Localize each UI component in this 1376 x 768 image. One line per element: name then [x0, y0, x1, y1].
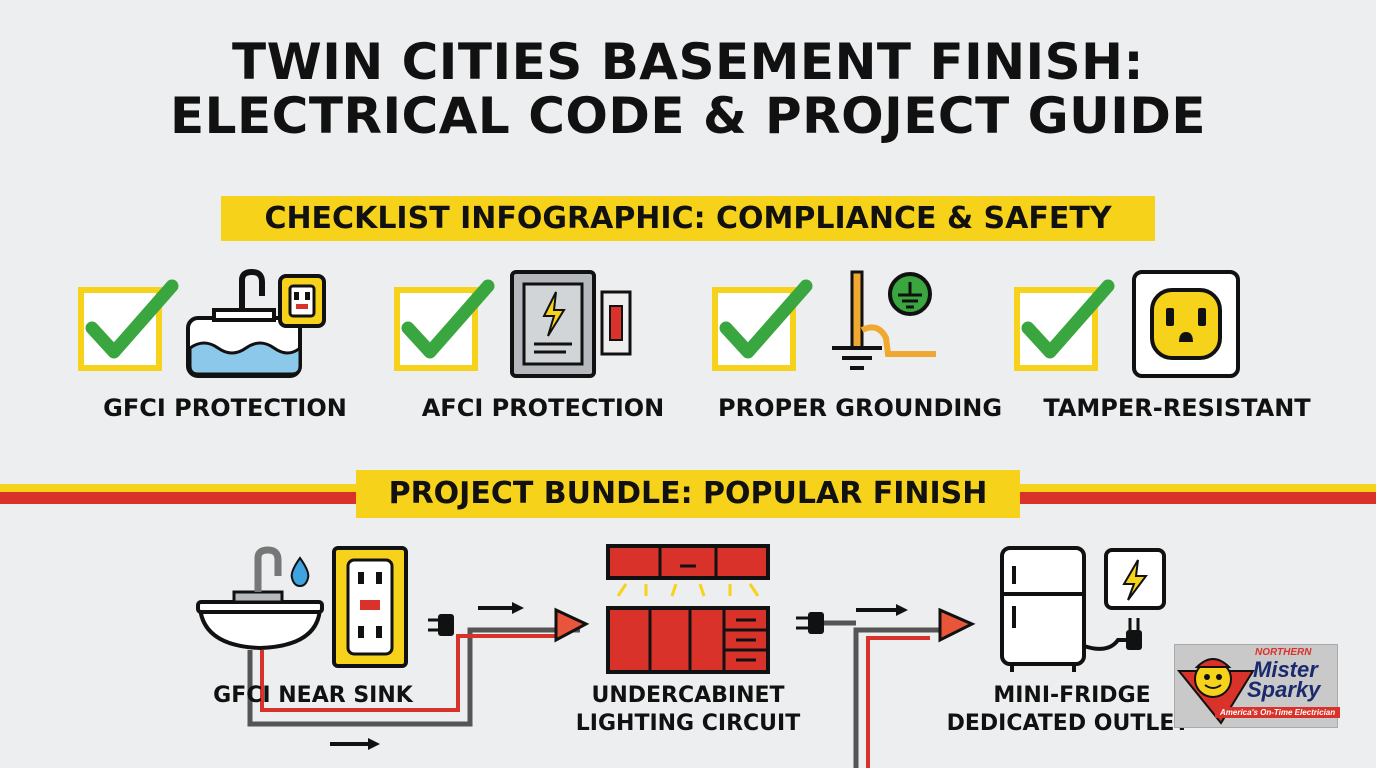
mini-fridge-label-line2: DEDICATED OUTLET [946, 711, 1190, 736]
ground-rod-icon [832, 270, 936, 370]
checkmark-icon [78, 279, 179, 371]
mini-fridge-label-line1: MINI-FRIDGE [993, 683, 1151, 708]
checkmark-icon [1014, 279, 1115, 371]
afci-protection-label: AFCI PROTECTION [421, 394, 665, 422]
tamper-resistant-outlet-icon [1132, 270, 1240, 378]
sink-gfci-icon [196, 546, 408, 668]
mascot-lightbulb-icon [1177, 658, 1255, 725]
mini-fridge-outlet-icon [1000, 546, 1166, 672]
logo-word-mister: Mister [1253, 657, 1318, 682]
electrical-panel-icon [510, 270, 632, 378]
cabinet-lighting-icon [606, 544, 770, 674]
mister-sparky-logo: NORTHERN Mister Sparky America's On-Time… [1174, 644, 1341, 728]
tamper-resistant-label: TAMPER-RESISTANT [1043, 394, 1311, 422]
undercabinet-lighting-label-line2: LIGHTING CIRCUIT [575, 711, 801, 736]
logo-small-text: NORTHERN [1255, 647, 1312, 658]
wire-connector-icon [247, 602, 976, 768]
checkmark-icon [394, 279, 495, 371]
undercabinet-lighting-label-line1: UNDERCABINET [591, 683, 785, 708]
logo-tagline: America's On-Time Electrician [1215, 707, 1341, 718]
gfci-protection-label: GFCI PROTECTION [103, 394, 347, 422]
page-title-line2: ELECTRICAL CODE & PROJECT GUIDE [169, 87, 1207, 145]
page-title-line1: TWIN CITIES BASEMENT FINISH: [232, 33, 1144, 91]
logo-word-sparky: Sparky [1247, 677, 1321, 702]
gfci-near-sink-label: GFCI NEAR SINK [213, 683, 413, 708]
sink-with-gfci-outlet-icon [186, 268, 326, 378]
checkmark-icon [712, 279, 813, 371]
checklist-banner: CHECKLIST INFOGRAPHIC: COMPLIANCE & SAFE… [221, 196, 1155, 241]
bundle-banner: PROJECT BUNDLE: POPULAR FINISH [356, 470, 1020, 518]
proper-grounding-label: PROPER GROUNDING [718, 394, 1003, 422]
